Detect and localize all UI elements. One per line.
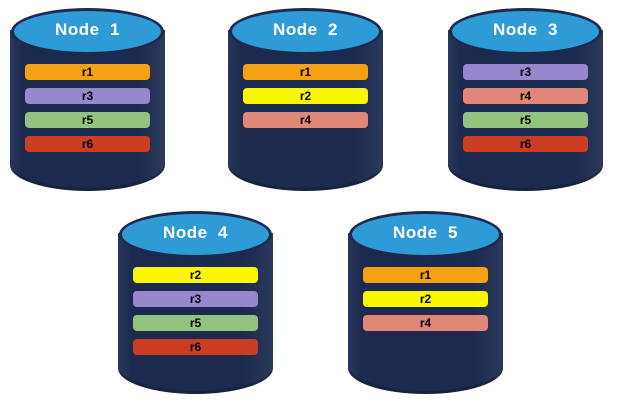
node-1[interactable]: Node 1 r1 r3 r5 r6 <box>10 8 165 196</box>
node-3[interactable]: Node 3 r3 r4 r5 r6 <box>448 8 603 196</box>
replica-bar[interactable]: r1 <box>243 64 368 80</box>
replica-list: r3 r4 r5 r6 <box>448 64 603 160</box>
replica-bar[interactable]: r3 <box>133 291 258 307</box>
replica-bar[interactable]: r6 <box>463 136 588 152</box>
cylinder-body <box>118 233 273 393</box>
replica-bar[interactable]: r1 <box>25 64 150 80</box>
replica-bar[interactable]: r3 <box>25 88 150 104</box>
cylinder-top-ellipse <box>119 211 272 258</box>
cylinder-body <box>10 30 165 190</box>
replica-list: r1 r2 r4 <box>348 267 503 339</box>
cylinder-body <box>448 30 603 190</box>
replica-bar[interactable]: r5 <box>463 112 588 128</box>
replica-bar[interactable]: r4 <box>463 88 588 104</box>
cylinder-body <box>228 30 383 190</box>
node-2[interactable]: Node 2 r1 r2 r4 <box>228 8 383 196</box>
replica-bar[interactable]: r4 <box>363 315 488 331</box>
replica-bar[interactable]: r1 <box>363 267 488 283</box>
node-label: Node 5 <box>393 223 458 242</box>
node-4[interactable]: Node 4 r2 r3 r5 r6 <box>118 211 273 399</box>
node-5[interactable]: Node 5 r1 r2 r4 <box>348 211 503 399</box>
cylinder-top-ellipse <box>349 211 502 258</box>
node-label: Node 2 <box>273 20 338 39</box>
replica-list: r1 r2 r4 <box>228 64 383 136</box>
cylinder-top-ellipse <box>449 8 602 55</box>
node-label: Node 4 <box>163 223 228 242</box>
cylinder-top-ellipse <box>11 8 164 55</box>
cylinder-top-ellipse <box>229 8 382 55</box>
replica-bar[interactable]: r4 <box>243 112 368 128</box>
replica-bar[interactable]: r2 <box>133 267 258 283</box>
replica-bar[interactable]: r5 <box>133 315 258 331</box>
replica-bar[interactable]: r2 <box>363 291 488 307</box>
cylinder-body <box>348 233 503 393</box>
replica-bar[interactable]: r2 <box>243 88 368 104</box>
replica-bar[interactable]: r6 <box>133 339 258 355</box>
replica-bar[interactable]: r6 <box>25 136 150 152</box>
replica-list: r2 r3 r5 r6 <box>118 267 273 363</box>
replica-list: r1 r3 r5 r6 <box>10 64 165 160</box>
node-label: Node 1 <box>55 20 120 39</box>
replica-bar[interactable]: r3 <box>463 64 588 80</box>
replica-bar[interactable]: r5 <box>25 112 150 128</box>
node-label: Node 3 <box>493 20 558 39</box>
